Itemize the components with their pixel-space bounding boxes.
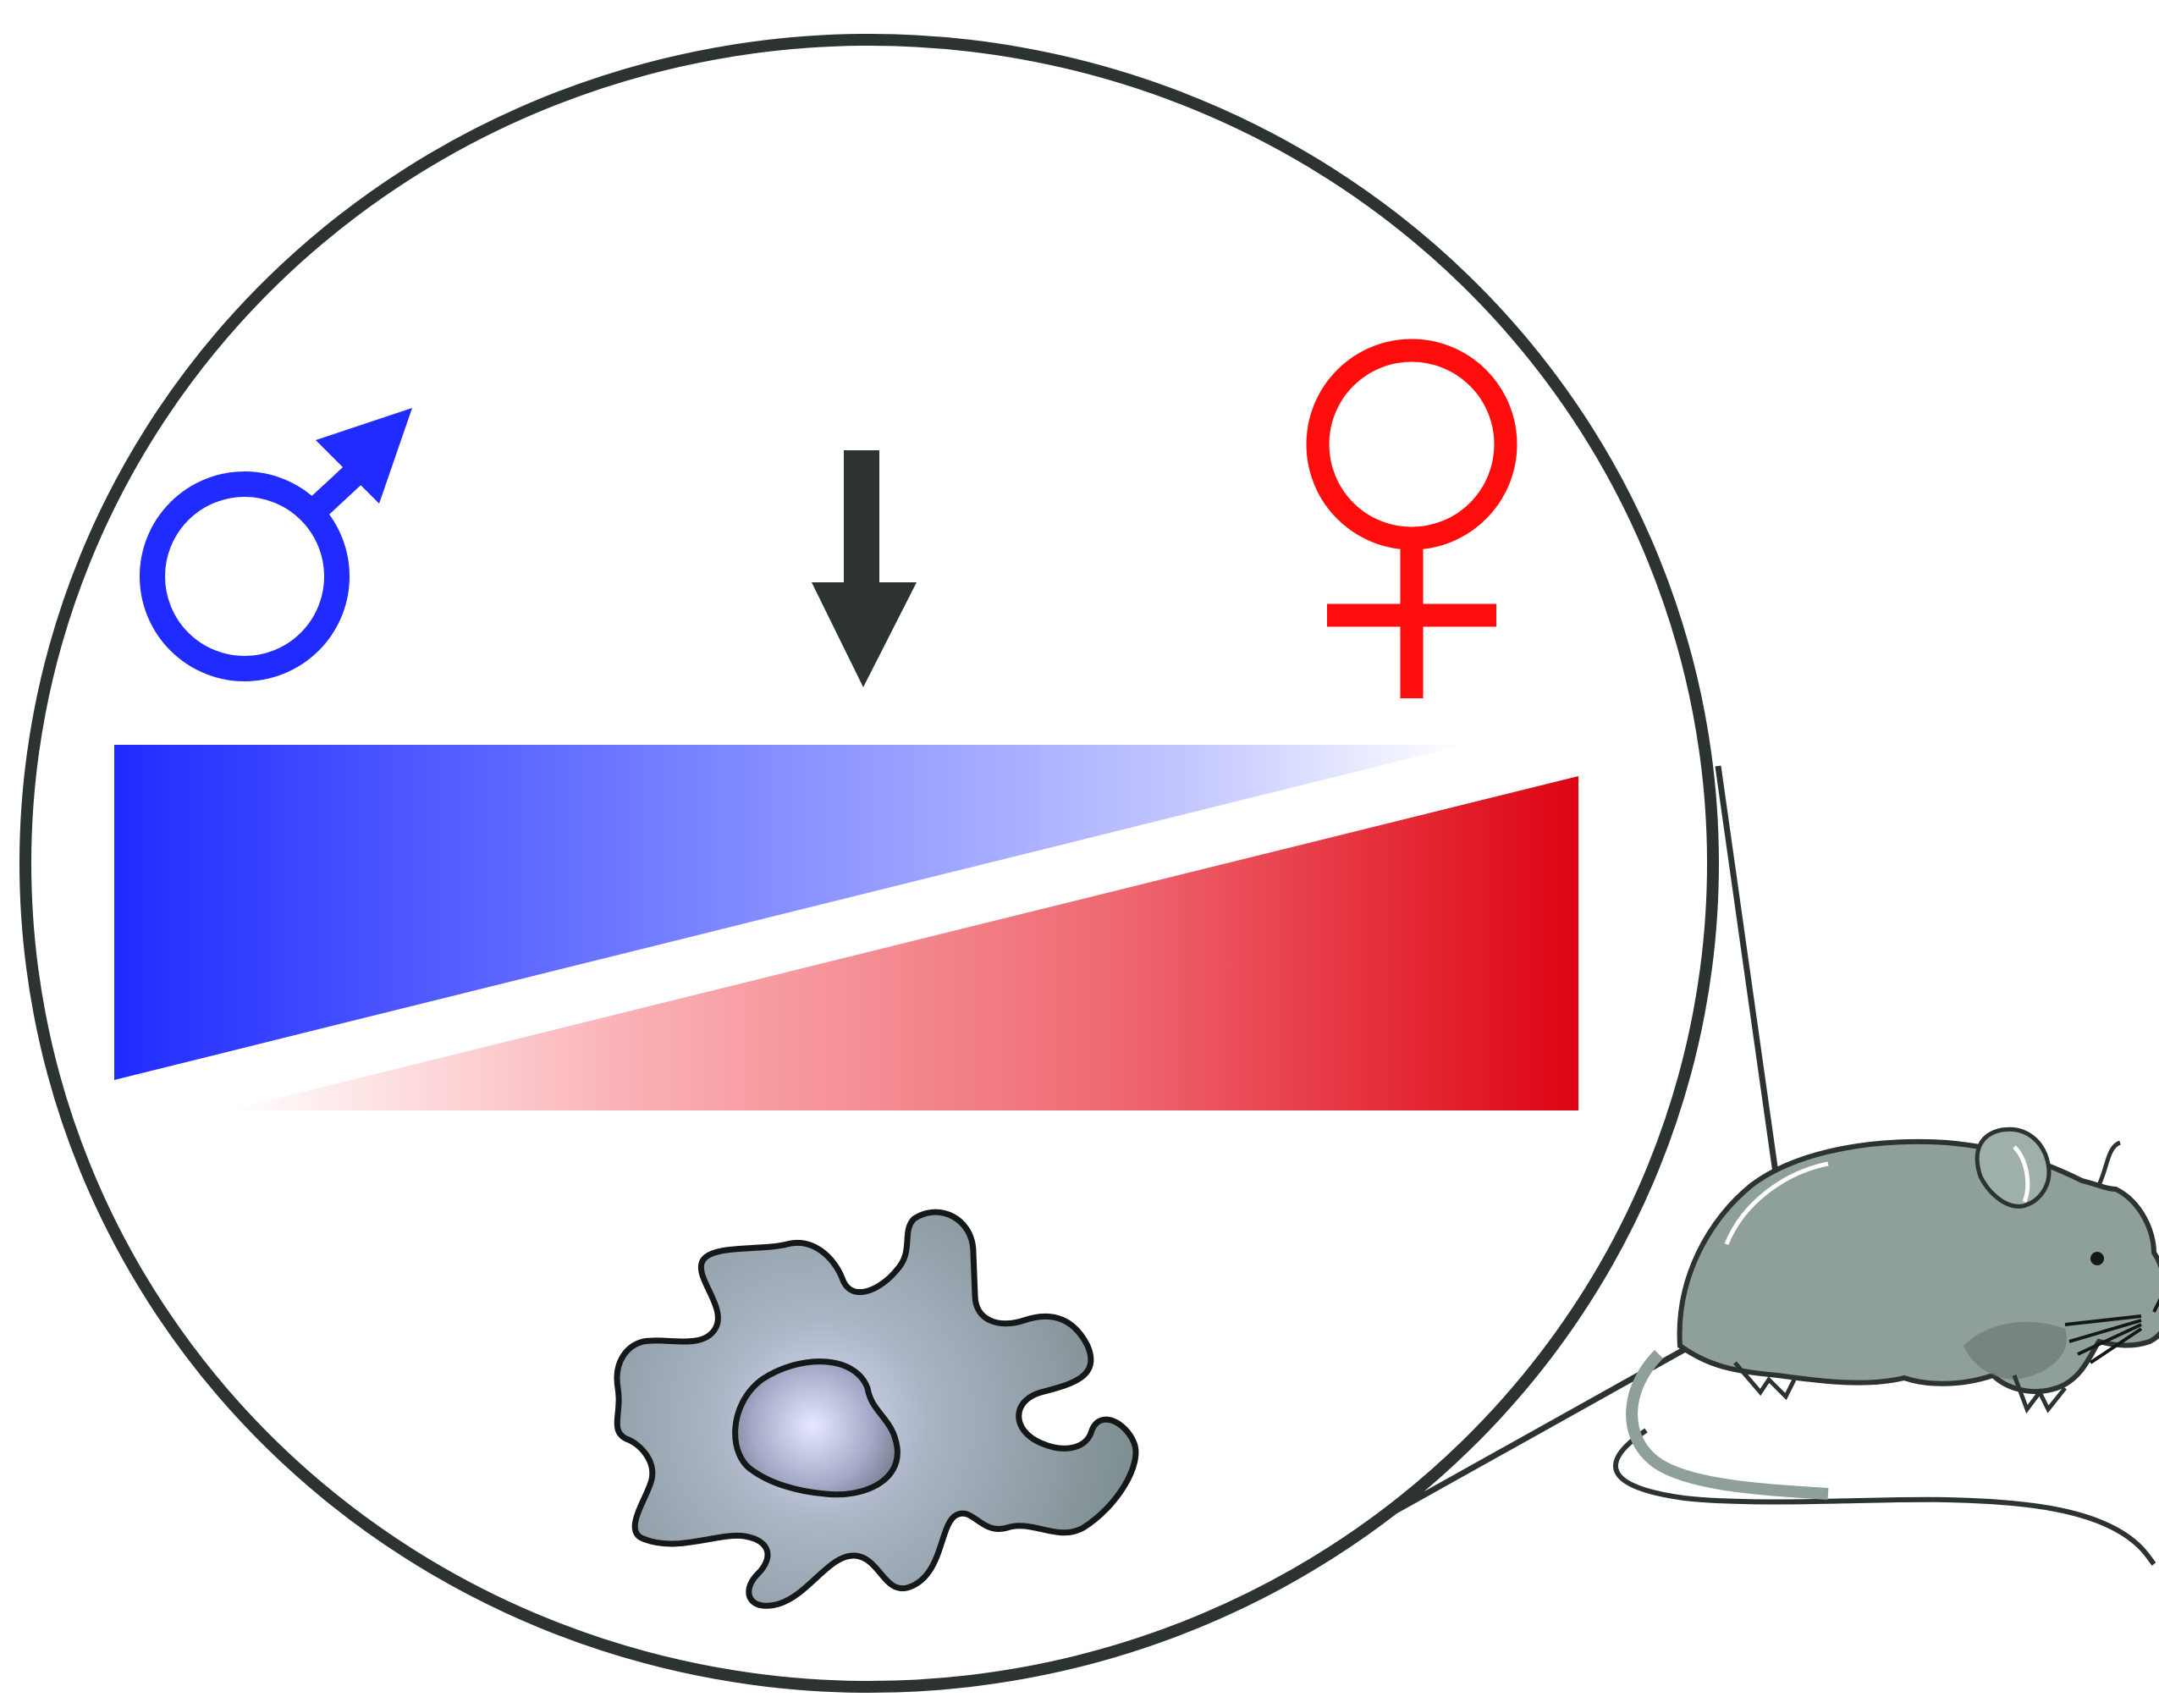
- male-symbol-icon: [140, 408, 412, 681]
- cell-nucleus: [732, 1358, 901, 1498]
- female-gradient-wedge: [229, 776, 1578, 1110]
- down-arrow-icon: [812, 450, 917, 687]
- mouse-tail: [1613, 1428, 2156, 1566]
- mouse-icon: [1613, 1127, 2159, 1566]
- mouse-body: [1677, 1138, 2159, 1395]
- macrophage-cell-icon: [614, 1209, 1139, 1609]
- male-gradient-wedge: [114, 745, 1464, 1080]
- mouse-whiskers: [2064, 1298, 2159, 1364]
- mouse-ear: [1974, 1127, 2052, 1209]
- mouse-eye: [2090, 1252, 2104, 1265]
- female-symbol-icon: [1306, 339, 1517, 698]
